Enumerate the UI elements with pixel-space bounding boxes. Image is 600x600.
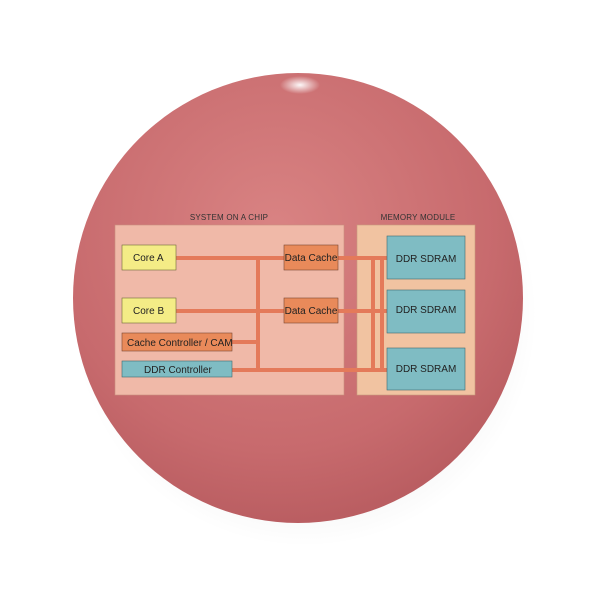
ddr-sdram-3-block bbox=[386, 347, 466, 391]
memory-title: MEMORY MODULE bbox=[381, 213, 456, 222]
bus-lines bbox=[175, 256, 387, 372]
cache-controller-block bbox=[121, 332, 233, 352]
bus-ddr-controller bbox=[232, 368, 387, 372]
badge-shine bbox=[280, 76, 320, 94]
bus-cache2-memory bbox=[337, 309, 387, 313]
ddr-sdram-3-label: DDR SDRAM bbox=[396, 364, 457, 375]
bus-spine-soc bbox=[256, 256, 260, 371]
ddr-sdram-2-label: DDR SDRAM bbox=[396, 305, 457, 316]
soc-title: SYSTEM ON A CHIP bbox=[190, 213, 268, 222]
ddr-sdram-1-label: DDR SDRAM bbox=[396, 254, 457, 265]
ddr-sdram-1-block bbox=[386, 235, 466, 280]
core-b-label: Core B bbox=[133, 306, 164, 317]
cache-controller-label: Cache Controller / CAM bbox=[127, 338, 233, 349]
core-a-label: Core A bbox=[133, 253, 164, 264]
bus-cache-controller bbox=[232, 340, 258, 344]
ddr-controller-block bbox=[121, 360, 233, 378]
bus-spine-memory bbox=[371, 256, 375, 372]
data-cache-1-block bbox=[283, 244, 339, 271]
bus-core-a bbox=[175, 256, 285, 260]
bus-core-b bbox=[175, 309, 285, 313]
core-a-block bbox=[121, 244, 177, 271]
ddr-sdram-2-block bbox=[386, 289, 466, 334]
data-cache-1-label: Data Cache bbox=[285, 253, 338, 264]
data-cache-2-label: Data Cache bbox=[285, 306, 338, 317]
ddr-controller-label: DDR Controller bbox=[144, 365, 212, 376]
bus-spine-memory-2 bbox=[380, 256, 384, 372]
bus-cache1-memory bbox=[337, 256, 387, 260]
data-cache-2-block bbox=[283, 297, 339, 324]
core-b-block bbox=[121, 297, 177, 324]
